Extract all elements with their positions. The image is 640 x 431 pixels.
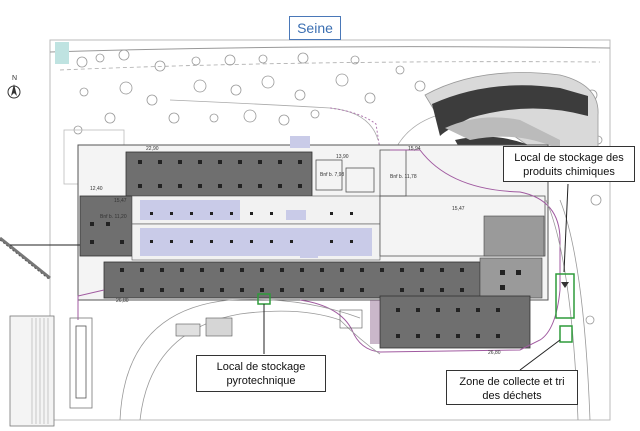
waste-zone-marker bbox=[559, 325, 573, 343]
waste-leader-line bbox=[519, 339, 561, 371]
central-hall-highlight-1 bbox=[140, 200, 240, 220]
level-label: 15,47 bbox=[452, 206, 465, 212]
south-road-curve bbox=[139, 310, 381, 421]
south-road-curve-2 bbox=[119, 298, 361, 421]
level-label: 26,80 bbox=[116, 298, 129, 304]
window-marks bbox=[90, 160, 521, 338]
parking-strip-inner bbox=[75, 325, 87, 399]
pyrotechnic-storage-callout: Local de stockage pyrotechnique bbox=[196, 355, 326, 392]
ramp-box bbox=[339, 309, 363, 329]
blue-entry bbox=[290, 136, 310, 148]
service-route-west bbox=[77, 289, 105, 320]
level-label: 13,90 bbox=[336, 154, 349, 160]
central-hall-highlight-2 bbox=[140, 228, 372, 256]
level-label: 22,90 bbox=[146, 146, 159, 152]
chem-leader-line bbox=[563, 183, 569, 273]
north-compass: N bbox=[7, 75, 21, 99]
callout-line: Local de stockage bbox=[216, 361, 306, 373]
south-long-hall-right bbox=[479, 257, 543, 299]
courtyard-box-2 bbox=[345, 167, 375, 193]
level-label: 26,80 bbox=[488, 350, 501, 356]
callout-line: pyrotechnique bbox=[226, 375, 296, 387]
level-label: 12,40 bbox=[90, 186, 103, 192]
courtyard-box-1 bbox=[315, 159, 343, 191]
guard-house bbox=[175, 323, 201, 337]
waste-zone-callout: Zone de collecte et tri des déchets bbox=[446, 370, 578, 405]
south-east-block bbox=[379, 295, 531, 349]
top-road bbox=[49, 46, 611, 53]
east-wing-hall bbox=[483, 215, 545, 257]
callout-line: Local de stockage des bbox=[514, 152, 624, 164]
north-label: N bbox=[12, 75, 17, 82]
parking-strip bbox=[69, 317, 93, 409]
east-road bbox=[559, 199, 591, 421]
level-label: 15,47 bbox=[114, 198, 127, 204]
small-annex bbox=[205, 317, 233, 337]
park-path-2 bbox=[329, 107, 381, 151]
railway-left-2 bbox=[0, 239, 51, 281]
level-label: Bnf b. 11,78 bbox=[390, 174, 417, 180]
south-west-building-hatch bbox=[31, 318, 49, 424]
blue-patch-1 bbox=[286, 210, 306, 220]
park-path bbox=[169, 99, 379, 141]
south-long-hall bbox=[103, 261, 481, 299]
level-label: Bnf b. 7,98 bbox=[320, 172, 344, 178]
chemicals-storage-callout: Local de stockage des produits chimiques bbox=[503, 146, 635, 182]
north-block bbox=[125, 151, 313, 197]
chem-store-marker bbox=[555, 273, 575, 319]
level-label: 15,94 bbox=[408, 146, 421, 152]
callout-line: produits chimiques bbox=[523, 166, 615, 178]
plan-frame bbox=[49, 39, 611, 421]
level-label: Bnf b. 11,20 bbox=[100, 214, 127, 220]
south-east-dock bbox=[370, 300, 380, 344]
callout-line: Zone de collecte et tri bbox=[459, 376, 565, 388]
river-label: Seine bbox=[289, 16, 341, 40]
top-road-inner bbox=[59, 61, 601, 71]
chem-store-symbol bbox=[561, 282, 569, 288]
blue-patch-2 bbox=[300, 244, 318, 258]
callout-line: des déchets bbox=[482, 390, 542, 402]
railway-left bbox=[0, 236, 51, 280]
river-bank-block bbox=[55, 42, 69, 64]
